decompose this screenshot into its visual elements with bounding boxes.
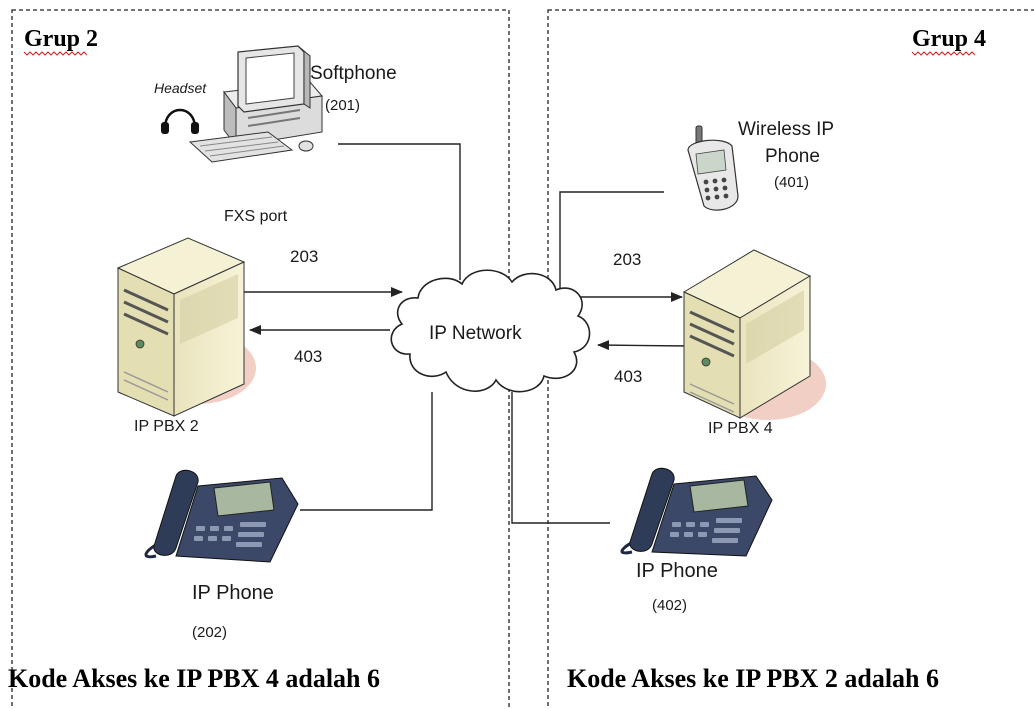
left-ip-phone-icon	[144, 469, 299, 563]
right-ip-phone-label: IP Phone	[636, 560, 718, 582]
left-ip-phone-link	[300, 392, 433, 511]
right-in-label: 403	[614, 367, 642, 386]
left-ip-phone-extension: (202)	[192, 624, 227, 641]
ip-pbx-4-label: IP PBX 4	[708, 420, 773, 437]
group-2-title: Grup 2	[24, 26, 98, 52]
ip-pbx-2-label: IP PBX 2	[134, 418, 199, 435]
softphone-link	[338, 143, 461, 280]
ip-pbx-2-server-icon	[116, 237, 256, 417]
right-out-label: 203	[613, 250, 641, 269]
headset-label: Headset	[154, 80, 207, 96]
wireless-phone-extension: (401)	[774, 174, 809, 191]
softphone-computer-icon	[188, 45, 323, 163]
wireless-phone-label-line2: Phone	[765, 146, 820, 167]
wireless-phone-label-line1: Wireless IP	[738, 119, 834, 140]
wireless-phone-link	[559, 191, 664, 290]
pbx4-to-network-arrow	[597, 340, 689, 351]
left-ip-phone-label: IP Phone	[192, 582, 274, 604]
group-4-access-code-note: Kode Akses ke IP PBX 2 adalah 6	[567, 664, 939, 693]
spellcheck-underline	[23, 51, 88, 56]
right-ip-phone-link	[511, 392, 610, 524]
ip-pbx-4-server-icon	[682, 249, 826, 420]
fxs-port-label: FXS port	[224, 208, 288, 225]
headset-icon	[161, 108, 199, 134]
group-2-access-code-note: Kode Akses ke IP PBX 4 adalah 6	[8, 664, 380, 693]
group-4-title: Grup 4	[912, 26, 986, 52]
wireless-phone-icon	[687, 125, 739, 211]
ip-network-cloud: IP Network	[390, 269, 591, 393]
softphone-label: Softphone	[310, 63, 397, 84]
softphone-extension: (201)	[325, 97, 360, 114]
right-ip-phone-icon	[620, 467, 773, 557]
left-out-label: 203	[290, 247, 318, 266]
left-in-label: 403	[294, 347, 322, 366]
right-ip-phone-extension: (402)	[652, 597, 687, 614]
spellcheck-underline	[911, 51, 976, 56]
ip-network-label: IP Network	[429, 323, 522, 344]
